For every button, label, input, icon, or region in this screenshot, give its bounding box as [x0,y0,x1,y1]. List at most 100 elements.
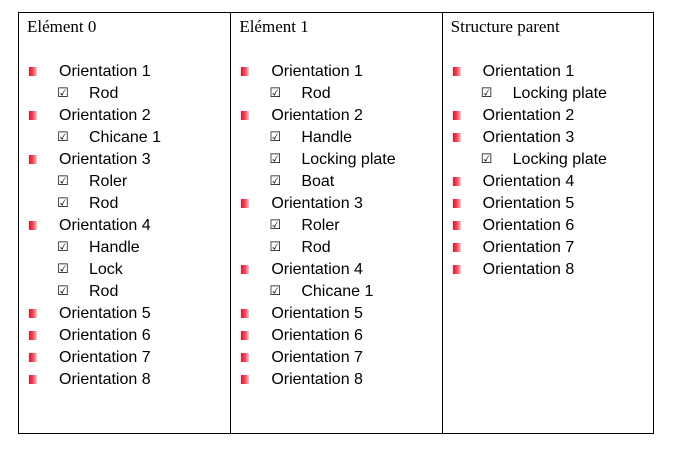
orientation-item: Orientation 7 [443,237,653,259]
column-title: Elément 0 [27,17,97,36]
component-label: Chicane 1 [301,283,374,300]
red-square-bullet-icon [29,155,37,164]
red-square-bullet-icon [452,133,461,142]
orientation-label: Orientation 6 [482,217,575,234]
component-item: ☑Chicane 1 [231,281,441,303]
component-item: ☑Lock [19,259,230,281]
component-item: ☑Rod [19,83,230,105]
red-square-bullet-icon [241,375,250,384]
orientation-item: Orientation 5 [19,303,230,325]
orientation-label: Orientation 7 [59,349,151,366]
component-label: Rod [89,85,119,102]
orientation-label: Orientation 5 [59,305,151,322]
component-label: Boat [301,173,335,190]
checkbox-checked-icon: ☑ [57,240,69,255]
orientation-item: Orientation 7 [231,347,441,369]
orientation-label: Orientation 3 [271,195,363,212]
checkbox-checked-icon: ☑ [480,152,493,167]
orientation-item: Orientation 6 [19,325,230,347]
red-square-bullet-icon [29,221,37,230]
component-item: ☑Roler [19,171,230,193]
orientation-label: Orientation 6 [271,327,363,344]
orientation-label: Orientation 7 [482,239,575,256]
component-item: ☑ Rod [19,193,230,215]
red-square-bullet-icon [241,265,250,274]
checkbox-checked-icon: ☑ [57,284,69,299]
orientation-item: Orientation 3 [231,193,441,215]
orientation-label: Orientation 5 [271,305,363,322]
checkbox-checked-icon: ☑ [269,240,281,255]
orientation-item: Orientation 2 [231,105,441,127]
component-item: ☑ Locking plate [231,149,441,171]
component-item: ☑Rod [231,83,441,105]
red-square-bullet-icon [29,111,37,120]
component-label: Roler [89,173,128,190]
checkbox-checked-icon: ☑ [480,86,493,101]
red-square-bullet-icon [241,67,250,76]
component-label: Rod [89,195,119,212]
component-label: Locking plate [512,85,607,102]
component-item: ☑ Chicane 1 [19,127,230,149]
orientation-item: Orientation 5 [231,303,441,325]
orientation-label: Orientation 6 [59,327,151,344]
column-title: Structure parent [450,17,560,36]
orientation-item: Orientation 8 [231,369,441,391]
component-item: ☑ Rod [19,281,230,303]
red-square-bullet-icon [452,265,461,274]
component-item: ☑Roler [231,215,441,237]
component-label: Rod [89,283,119,300]
red-square-bullet-icon [241,111,250,120]
orientation-label: Orientation 3 [59,151,151,168]
orientation-label: Orientation 8 [271,371,363,388]
checkbox-checked-icon: ☑ [269,86,281,101]
orientation-label: Orientation 2 [482,107,575,124]
red-square-bullet-icon [241,353,250,362]
red-square-bullet-icon [241,309,250,318]
orientation-item: Orientation 5 [443,193,653,215]
orientation-label: Orientation 8 [482,261,575,278]
orientation-label: Orientation 5 [482,195,575,212]
red-square-bullet-icon [29,331,37,340]
red-square-bullet-icon [241,331,250,340]
orientation-item: Orientation 2 [443,105,653,127]
component-label: Chicane 1 [89,129,162,146]
orientation-item: Orientation 1 [19,61,230,83]
red-square-bullet-icon [29,67,37,76]
orientation-label: Orientation 4 [271,261,363,278]
component-label: Locking plate [301,151,396,168]
checkbox-checked-icon: ☑ [269,152,281,167]
component-item: ☑Handle [19,237,230,259]
column-title: Elément 1 [239,17,309,36]
orientation-label: Orientation 7 [271,349,363,366]
checkbox-checked-icon: ☑ [57,196,69,211]
red-square-bullet-icon [452,221,461,230]
component-label: Handle [301,129,353,146]
orientation-item: Orientation 7 [19,347,230,369]
orientation-label: Orientation 2 [271,107,363,124]
orientation-item: Orientation 6 [443,215,653,237]
red-square-bullet-icon [452,243,461,252]
component-item: ☑Rod [231,237,441,259]
red-square-bullet-icon [29,353,37,362]
orientation-label: Orientation 1 [482,63,575,80]
orientation-item: Orientation 1 [443,61,653,83]
orientation-item: Orientation 3 [443,127,653,149]
checkbox-checked-icon: ☑ [57,130,69,145]
orientation-item: Orientation 4 [443,171,653,193]
component-item: ☑ Locking plate [443,83,653,105]
orientation-label: Orientation 8 [59,371,151,388]
orientation-item: Orientation 2 [19,105,230,127]
red-square-bullet-icon [241,199,250,208]
component-item: ☑ Handle [231,127,441,149]
column-structure-parent: Structure parent Orientation 1 ☑ Locking p… [441,13,653,433]
checkbox-checked-icon: ☑ [269,130,281,145]
checkbox-checked-icon: ☑ [57,262,69,277]
orientation-item: Orientation 3 [19,149,230,171]
component-item: ☑Boat [231,171,441,193]
orientation-label: Orientation 1 [59,63,151,80]
